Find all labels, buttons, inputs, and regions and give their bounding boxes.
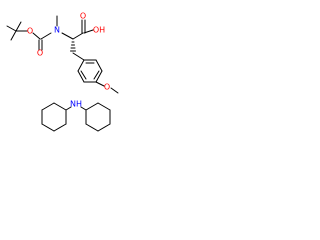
bond-tbu-me2	[10, 30, 17, 41]
right-ring-bond-2	[97, 102, 111, 111]
bond-ch2-ring	[72, 52, 85, 61]
bond-tbu-me1	[6, 25, 17, 32]
right-ring-bond-1	[85, 102, 99, 111]
bond-o-co	[32, 32, 41, 40]
left-ring-bond-3	[53, 123, 67, 132]
atom-n-amide: N	[54, 26, 60, 35]
right-ring-bond-4	[97, 123, 111, 132]
bond-cooh-oh	[83, 29, 94, 34]
atom-o-ester: O	[27, 27, 33, 36]
boc-amino-acid-molecule: O O N O OH O	[6, 12, 119, 94]
atom-o-methoxy: O	[104, 83, 110, 92]
ring-bond-6	[77, 59, 85, 72]
ring-inner-bond-3	[80, 70, 87, 80]
atom-o-carbonyl: O	[37, 49, 43, 58]
atom-o-acid-carbonyl: O	[80, 12, 86, 21]
bond-o-methyl	[110, 87, 119, 94]
bond-left-ring-nh	[65, 106, 72, 111]
bond-co-n	[40, 32, 52, 40]
left-ring-bond-4	[41, 123, 55, 132]
bond-ring-o-methoxy	[95, 81, 105, 87]
atom-nh: NH	[70, 100, 82, 109]
stereo-hashed-bond	[70, 41, 76, 52]
bond-n-calpha	[61, 32, 74, 40]
bond-tbu-me3	[15, 21, 22, 32]
right-ring-bond-5	[85, 123, 99, 132]
left-ring-bond-1	[53, 102, 67, 111]
ring-bond-3	[95, 70, 103, 83]
ring-bond-5	[77, 70, 85, 83]
bond-calpha-cooh	[72, 32, 84, 40]
ring-bond-2	[95, 59, 103, 72]
ring-inner-bond-2	[93, 70, 100, 80]
bond-nh-right-ring	[80, 106, 87, 111]
dicyclohexylamine-molecule: NH	[41, 100, 111, 132]
left-ring-bond-6	[41, 102, 55, 111]
atom-oh: OH	[93, 26, 105, 35]
chemical-structure-drawing: O O N O OH O NH	[6, 12, 119, 132]
structure-canvas: O O N O OH O NH	[0, 0, 152, 152]
